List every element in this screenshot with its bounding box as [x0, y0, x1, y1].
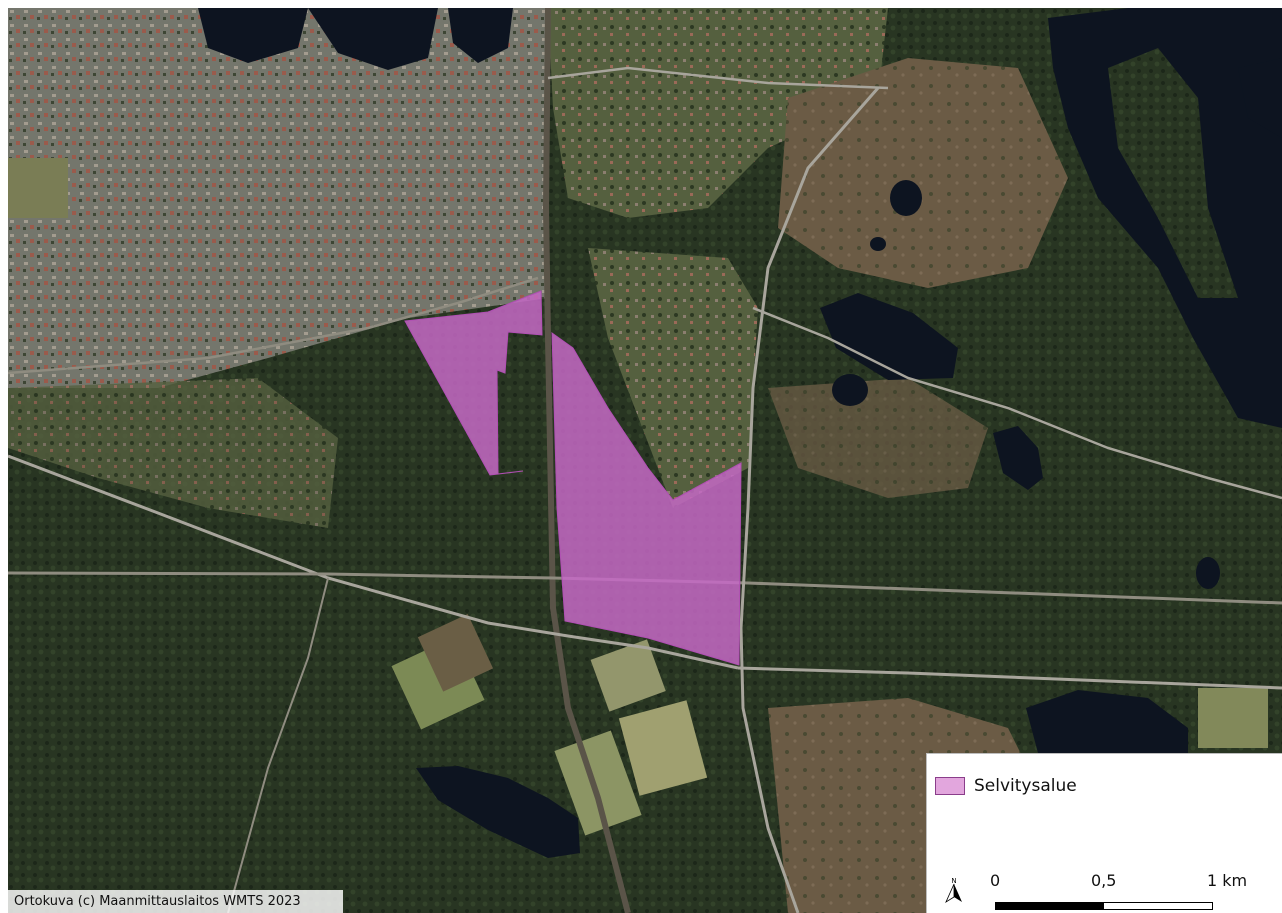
- bog-area-mid: [768, 378, 988, 498]
- lake-north-1: [198, 8, 308, 63]
- lake-south: [416, 766, 580, 858]
- field-4: [618, 700, 708, 796]
- pond-1: [890, 180, 922, 216]
- road-main-sw-ne: [8, 454, 739, 670]
- map-canvas[interactable]: [8, 8, 1282, 913]
- road-north-south: [739, 87, 880, 913]
- scale-bar-segment-white: [1104, 903, 1212, 909]
- road-west-rail: [8, 276, 539, 375]
- road-east-curve: [752, 306, 1282, 500]
- lake-right: [993, 426, 1043, 490]
- pond-4: [1196, 557, 1220, 589]
- survey-area-west[interactable]: [404, 290, 543, 476]
- road-south-west: [227, 577, 329, 913]
- legend-label-selvitysalue: Selvitysalue: [974, 776, 1077, 796]
- industrial-area: [588, 248, 758, 508]
- lake-east-bay: [1238, 58, 1282, 138]
- field-3: [554, 730, 642, 836]
- pond-3: [832, 374, 868, 406]
- road-east-west-mid: [8, 571, 1282, 605]
- urban-area: [8, 8, 548, 388]
- survey-area-east[interactable]: [551, 332, 742, 666]
- road-east-south: [737, 666, 1282, 690]
- suburb-area-north: [548, 8, 888, 218]
- field-2: [417, 613, 494, 692]
- attribution-text: Ortokuva (c) Maanmittauslaitos WMTS 2023: [8, 890, 343, 913]
- residential-west: [8, 378, 338, 528]
- orthophoto-map[interactable]: [8, 8, 1282, 913]
- scale-label-1km: 1 km: [1207, 871, 1248, 890]
- road-north-east: [547, 66, 889, 90]
- scale-bar-segment-black: [996, 903, 1104, 909]
- field-6: [1198, 688, 1268, 748]
- island-east: [1108, 48, 1238, 298]
- north-arrow-icon: N: [945, 877, 962, 904]
- field-5: [590, 639, 666, 712]
- scale-label-half: 0,5: [1091, 871, 1117, 890]
- railway: [542, 8, 631, 913]
- pond-2: [870, 237, 886, 251]
- lake-southeast: [1026, 690, 1188, 753]
- lake-mid: [820, 293, 958, 380]
- scale-bar: [995, 902, 1213, 910]
- north-arrow-letter: N: [951, 877, 956, 885]
- field-7: [8, 158, 68, 218]
- lake-north-2: [308, 8, 438, 70]
- scale-label-0: 0: [990, 871, 1001, 890]
- bog-area-east: [778, 58, 1068, 288]
- lake-north-3: [448, 8, 513, 63]
- legend-panel: Selvitysalue N 0 0,5 1 km: [926, 753, 1282, 913]
- legend-swatch-selvitysalue: [935, 777, 965, 795]
